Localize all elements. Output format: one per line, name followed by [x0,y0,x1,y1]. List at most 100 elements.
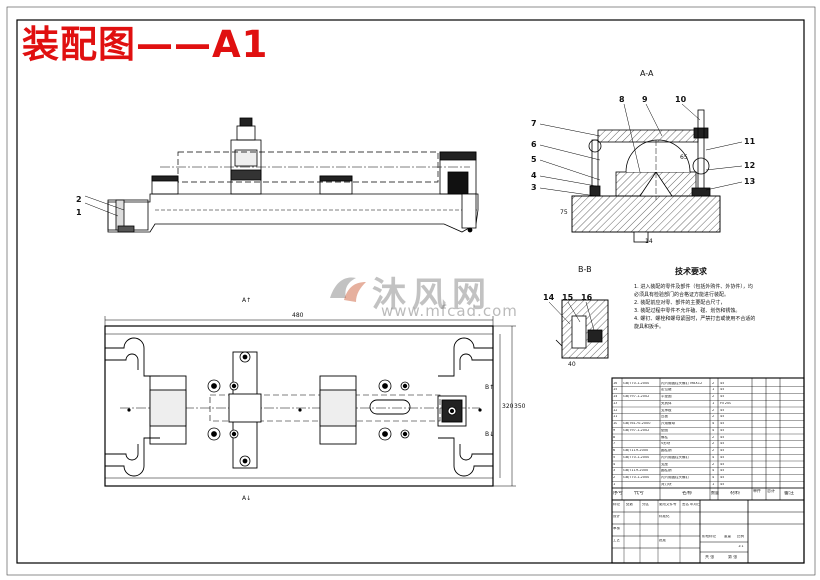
tb-standardize: 标准化 [659,515,670,518]
parts-cell-seq: 8 [613,435,616,439]
section-a-bottom-mark: A↓ [242,495,252,502]
parts-cell-qty: 4 [712,422,715,425]
balloon-13: 13 [744,177,756,186]
dim-bb-radius: 40 [568,361,576,368]
parts-cell-name: 支承板 [661,408,672,412]
parts-cell-material: 45 [720,482,725,486]
parts-cell-material: 45 [720,381,725,385]
parts-cell-material: 45 [720,435,725,439]
section-a-top-mark: A↑ [242,297,252,304]
header-remark: 备注 [784,491,795,496]
parts-cell-qty: 2 [712,442,715,446]
balloon-12: 12 [744,161,756,170]
watermark-logo-icon [330,277,366,302]
tb-approve: 批准 [659,539,666,542]
parts-cell-seq: 12 [613,408,618,412]
tb-sheet-no: 第 张 [728,555,738,559]
dim-plan-height-1: 320 [502,403,514,410]
parts-cell-material: 45 [720,422,725,425]
dim-aa-radius: 65 [680,154,688,161]
tb-scale: 比例 [737,535,744,538]
parts-cell-name: 定位键 [661,388,672,392]
header-seq: 序号 [613,491,624,496]
section-bb-view [555,299,609,359]
plan-view [104,325,494,487]
parts-cell-qty: 2 [712,435,715,439]
parts-cell-material: 45 [720,455,725,459]
parts-cell-material: 45 [720,476,725,479]
parts-cell-qty: 4 [712,428,715,432]
parts-cell-name: 圆柱销 [661,449,672,452]
parts-cell-qty: 2 [712,415,715,419]
parts-cell-code: GB/T119-2000 [623,469,649,473]
watermark-url: www.mfcad.com [381,302,518,320]
tb-stage-mark: 阶段标记 [702,535,716,538]
dim-plan-height-2: 350 [514,403,526,410]
tb-mark: 标记 [613,503,620,506]
parts-cell-qty: 2 [712,381,715,385]
parts-cell-seq: 4 [613,462,616,466]
parts-cell-qty: 4 [712,455,715,459]
balloon-7: 7 [531,119,537,128]
section-b-mark: B↑ [485,384,495,391]
parts-cell-material: 45 [720,388,725,392]
parts-cell-material: 45 [720,469,725,473]
parts-cell-seq: 6 [613,449,616,452]
parts-cell-qty: 1 [712,401,715,405]
section-b-mark-2: B↓ [485,431,495,438]
header-qty: 数量 [711,491,719,495]
section-bb-title: B-B [578,265,592,274]
plan-holes [127,408,482,412]
parts-cell-code: GB/T97.1-2002 [623,428,650,432]
parts-cell-material: 45 [720,408,725,412]
parts-cell-seq: 2 [613,476,616,479]
balloon-16: 16 [581,293,593,302]
parts-cell-name: 支座 [661,462,668,466]
parts-cell-seq: 3 [613,469,616,473]
parts-cell-seq: 9 [613,428,616,432]
header-name: 名称 [682,491,693,496]
parts-cell-qty: 2 [712,462,715,466]
tb-scale-value: 1:1 [738,545,744,548]
tb-count: 处数 [626,503,633,506]
balloon-11: 11 [744,137,756,146]
inner-frame [16,19,805,564]
parts-cell-name: 对刀块 [661,482,672,486]
balloon-15: 15 [562,293,574,302]
parts-cell-seq: 5 [613,455,616,459]
balloon-6: 6 [531,140,537,149]
parts-cell-code: GB/T70.1-2000 [623,381,650,385]
parts-cell-name: V形块 [661,442,671,446]
balloon-5: 5 [531,155,537,164]
tb-sign: 签名 [682,503,689,506]
dim-aa-key: 14 [645,238,653,245]
parts-cell-material: 45 [720,428,725,432]
tech-requirements-notes: 1. 进入装配的零件及部件（包括外购件、外协件），均 必须具有检验部门的合格证方… [634,283,774,331]
parts-cell-code: GB/T70.1-2000 [623,476,650,479]
tb-date: 年月日 [690,503,701,506]
parts-cell-seq: 10 [613,422,618,425]
dim-aa-height: 75 [560,209,568,216]
tech-note: 3. 装配过程中零件不允许磕、碰、划伤和锈蚀。 [634,308,741,314]
parts-cell-name: 内六角圆柱头螺钉 M8X12 [661,381,703,385]
header-code: 代号 [634,491,645,496]
parts-cell-code: GB/T70.1-2000 [623,455,650,459]
parts-cell-name: 平垫圈 [661,395,672,398]
balloon-2: 2 [76,195,82,204]
parts-cell-qty: 4 [712,469,715,473]
parts-cell-name: 螺柱 [661,435,668,439]
parts-cell-qty: 1 [712,388,715,392]
header-single-weight: 单件 [753,489,761,493]
front-view [107,117,479,233]
plan-dimensions [104,316,516,487]
tb-weight: 重量 [724,535,731,538]
balloon-1: 1 [76,208,82,217]
parts-cell-material: 45 [720,442,725,446]
tb-review: 审核 [613,527,620,530]
tech-note: 必须具有检验部门的合格证方能进行装配。 [634,292,730,298]
parts-cell-qty: 4 [712,476,715,479]
balloon-9: 9 [642,95,648,104]
header-total-weight: 总计 [767,489,775,493]
parts-cell-seq: 1 [613,482,616,486]
